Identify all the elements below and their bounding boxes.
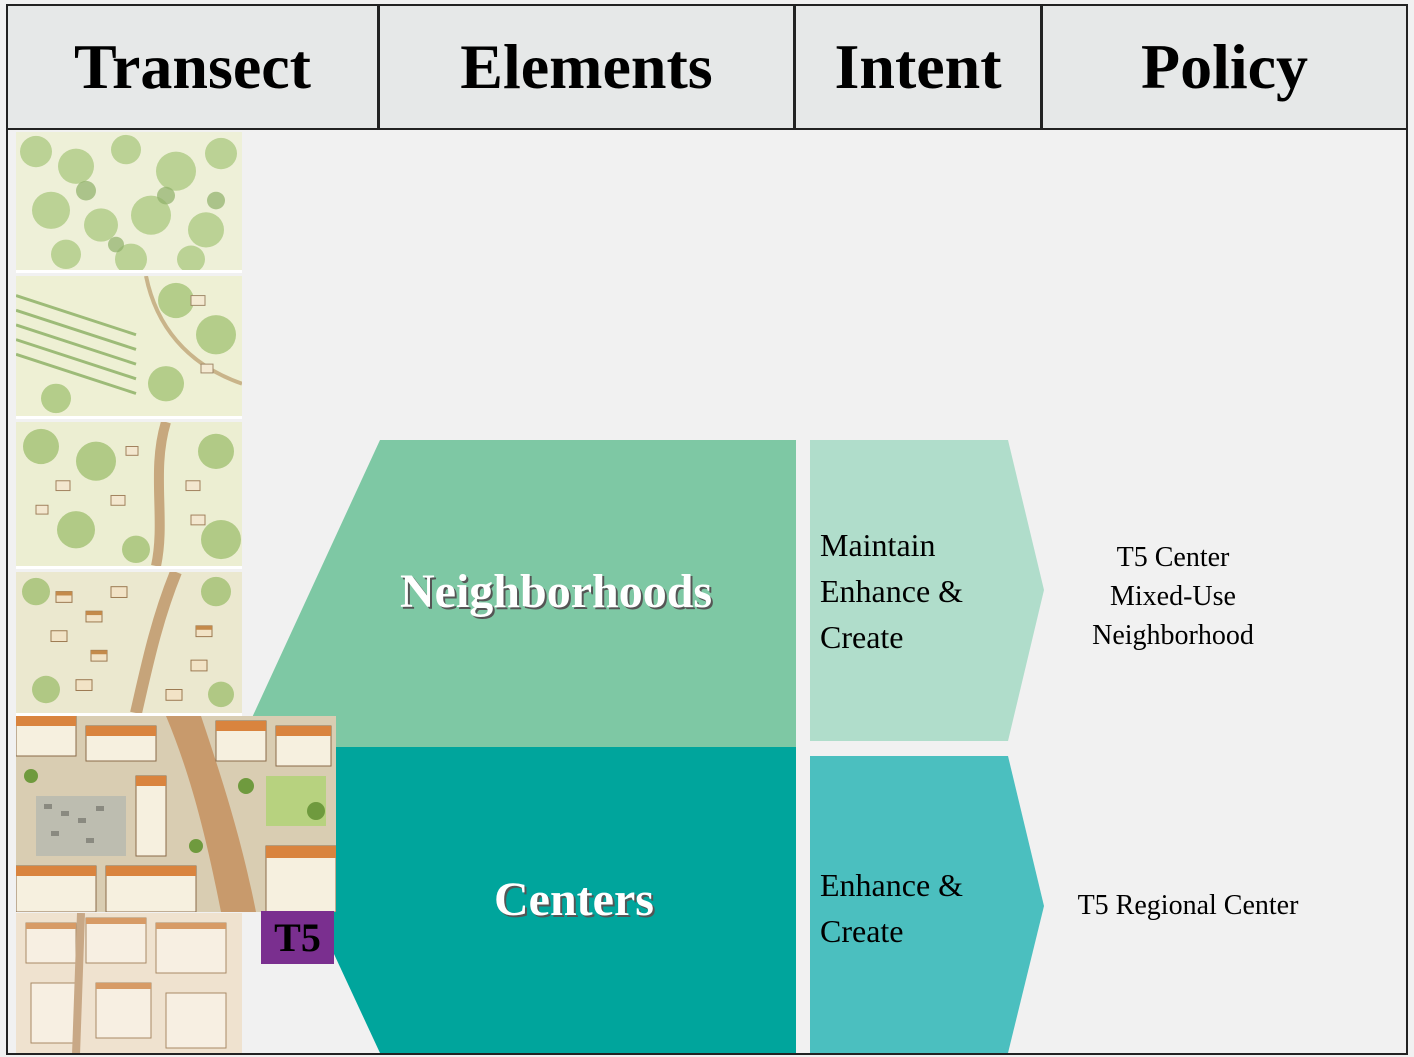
header-policy: Policy	[1140, 31, 1309, 102]
neighborhoods-intent-chevron	[810, 440, 1044, 741]
centers-policy-text: T5 Regional Center	[1077, 890, 1299, 921]
transect-t1-illustration	[16, 132, 242, 273]
neighborhoods-intent-text: Maintain Enhance & Create	[820, 527, 964, 655]
header-intent: Intent	[796, 6, 1043, 128]
neighborhoods-element-label: Neighborhoods	[400, 565, 713, 618]
transect-t2-illustration	[16, 276, 242, 419]
transect-t4-illustration	[16, 572, 242, 716]
transect-t6-illustration	[16, 913, 242, 1053]
centers-element-label: Centers	[494, 873, 654, 926]
transect-t5-illustration	[16, 716, 336, 912]
transect-policy-diagram: Transect Elements Intent Policy	[6, 4, 1408, 1055]
header-row: Transect Elements Intent Policy	[8, 6, 1406, 130]
flow-shapes	[250, 440, 1044, 1053]
neighborhoods-policy-text: T5 Center Mixed-Use Neighborhood	[1092, 542, 1254, 651]
t5-badge: T5	[261, 911, 334, 964]
neighborhoods-element-shape	[250, 440, 796, 747]
header-transect: Transect	[8, 6, 380, 128]
transect-t3-illustration	[16, 422, 242, 569]
centers-intent-chevron	[810, 756, 1044, 1053]
centers-element-shape	[334, 747, 796, 1053]
header-elements: Elements	[380, 6, 796, 128]
centers-intent-text: Enhance & Create	[820, 867, 964, 949]
